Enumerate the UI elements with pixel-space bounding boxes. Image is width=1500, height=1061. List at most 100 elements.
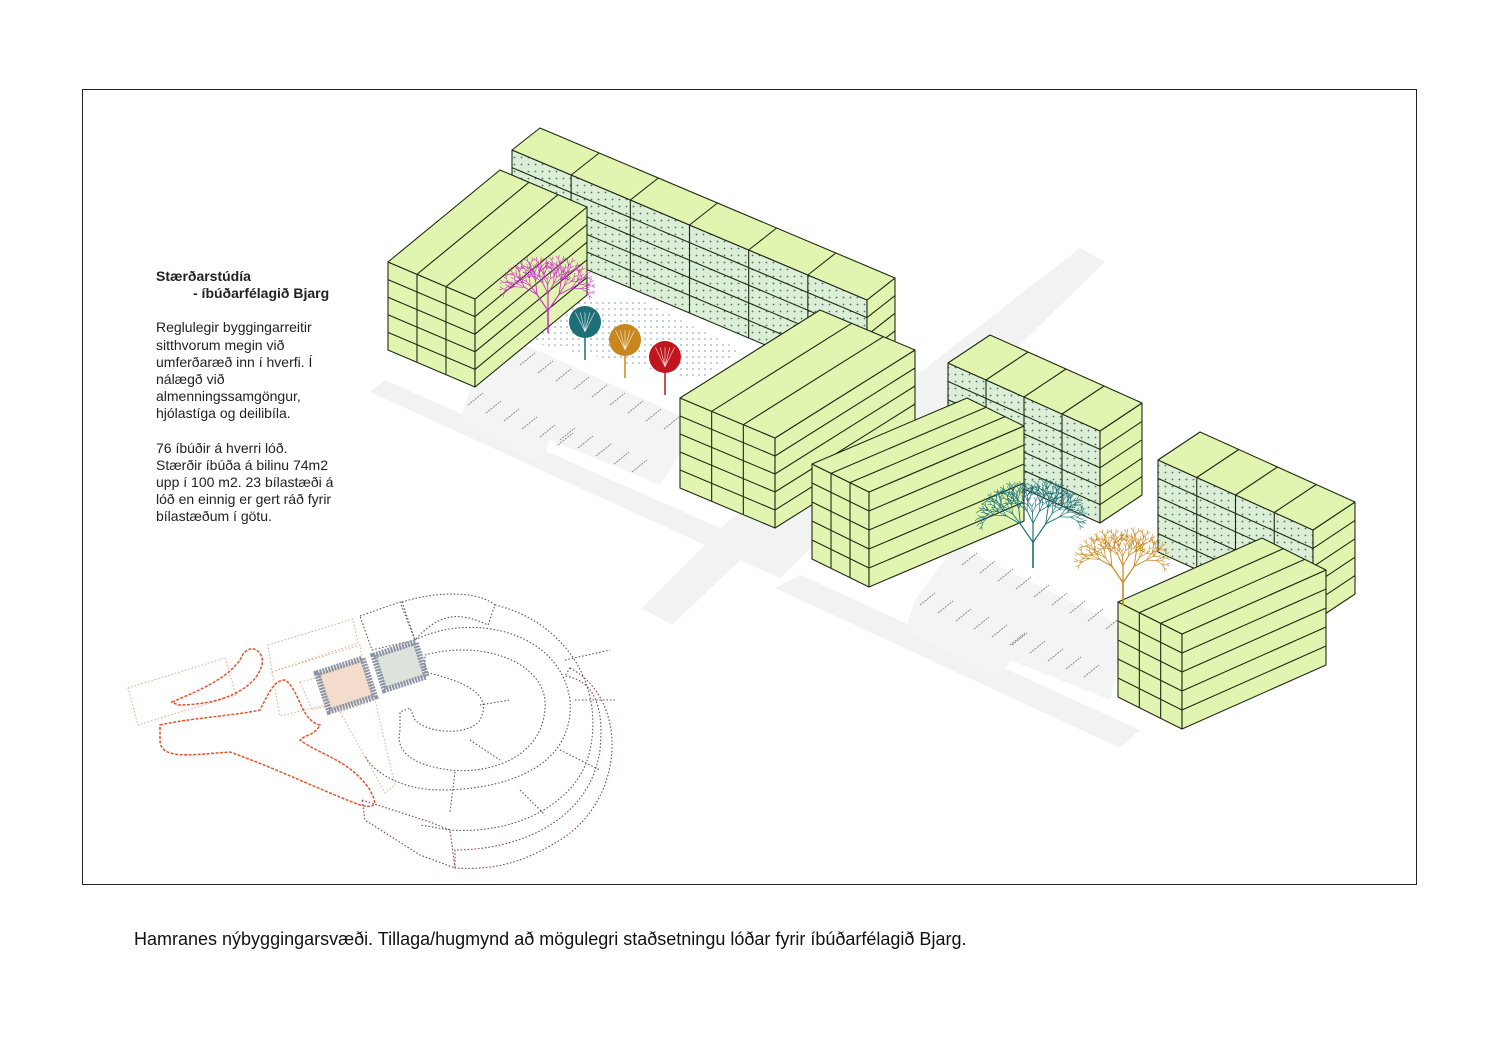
tree-branch [547, 278, 551, 285]
tree-branch [984, 505, 989, 511]
parking-stripe [1011, 632, 1028, 646]
text-line: umferðaræð inn í hverfi. Í [156, 353, 313, 370]
tree-branch [559, 259, 564, 265]
floor-line [868, 463, 1025, 531]
tree-branch [1133, 527, 1135, 532]
tree-branch [586, 291, 590, 297]
tree-branch [1166, 562, 1171, 565]
tree-branch [1145, 556, 1154, 561]
tree-branch [529, 275, 537, 278]
tree-branch [1007, 493, 1010, 497]
tree-branch [1056, 486, 1058, 492]
tree-branch [1008, 486, 1011, 490]
tree-branch [1033, 491, 1038, 496]
tree-branch [1066, 502, 1071, 509]
tree-branch [568, 261, 573, 266]
tree-branch [1120, 533, 1122, 538]
tree-branch [559, 259, 561, 265]
tree-branch [578, 269, 583, 274]
tree-branch [1100, 542, 1102, 546]
tree-branch [1092, 555, 1101, 560]
tree-branch [1082, 540, 1087, 544]
tree-vein [664, 347, 671, 367]
roof-division [689, 202, 718, 226]
tree-branch [1065, 487, 1068, 492]
tree-branch [1011, 502, 1020, 505]
tree-branch [533, 258, 537, 261]
tree-branch [518, 261, 523, 265]
tree-branch [992, 511, 995, 515]
tree-branch [1114, 548, 1119, 556]
tree-branch [1052, 489, 1054, 495]
text-line: upp í 100 m2. 23 bílastæði á [156, 474, 334, 491]
tree-branch [1045, 484, 1051, 490]
tree-branch [590, 280, 594, 283]
floor-line [1181, 645, 1327, 711]
parking-stripe [503, 408, 520, 422]
tree-branch [982, 505, 985, 509]
tree-branch [1128, 539, 1131, 543]
parking-stripe [1069, 600, 1086, 614]
tree-branch [1024, 485, 1027, 489]
floor-line [1181, 588, 1327, 654]
roof-division [1023, 368, 1067, 398]
tree-branch [1121, 533, 1125, 536]
tree-branch [1139, 529, 1143, 533]
tree-branch [1019, 485, 1023, 491]
tree-branch [1093, 533, 1098, 537]
tree-vein [619, 330, 626, 350]
tree-branch [975, 511, 979, 514]
tree-branch [1003, 506, 1009, 510]
tree-branch [994, 509, 999, 513]
tree-branch [1114, 533, 1117, 537]
tree-branch [558, 258, 560, 265]
tree-branch [576, 279, 581, 282]
tree-branch [511, 277, 516, 280]
tree-branch [1052, 499, 1057, 505]
tree-branch [1054, 485, 1057, 492]
tree-branch [1001, 503, 1005, 508]
tree-branch [1059, 512, 1068, 518]
tree-branch [574, 272, 576, 278]
tree-branch [1019, 491, 1024, 495]
tree-branch [1062, 499, 1065, 505]
tree-branch [1158, 547, 1163, 550]
tree-branch [1122, 565, 1135, 584]
tree-branch [522, 276, 526, 280]
tree-branch [1049, 492, 1052, 496]
tree-branch [1110, 552, 1113, 567]
tree-branch [535, 265, 540, 269]
tree-branch [1043, 493, 1048, 497]
tree-branch [1082, 519, 1087, 522]
floor-line [511, 167, 868, 319]
tree-branch [1135, 548, 1140, 552]
tree-branch [536, 293, 549, 312]
tree-branch [576, 281, 581, 284]
tree-branch [548, 264, 553, 268]
tree-branch [1152, 540, 1157, 543]
tree-branch [545, 260, 549, 264]
tree-branch [1020, 491, 1026, 495]
tree-branch [1124, 529, 1128, 533]
tree-branch [991, 495, 994, 500]
tree-branch [590, 278, 592, 283]
tree-branch [567, 260, 569, 266]
tree-branch [1024, 486, 1028, 491]
tree-branch [1034, 481, 1038, 486]
tree-branch [1042, 495, 1045, 500]
floor-line [1181, 607, 1327, 673]
tree-branch [542, 269, 547, 275]
floor-line [474, 259, 588, 353]
tree-branch [1160, 560, 1165, 563]
tree-branch [982, 517, 988, 521]
tree-branch [1134, 543, 1137, 548]
tree-branch [1083, 512, 1088, 515]
tree-branch [1037, 487, 1040, 491]
proposed-plot-b [369, 638, 431, 694]
tree-branch [563, 271, 568, 275]
tree-branch [986, 506, 989, 510]
floor-line [811, 501, 870, 531]
tree-vein [584, 312, 595, 332]
tree-branch [980, 517, 988, 519]
building-block [811, 397, 1025, 588]
